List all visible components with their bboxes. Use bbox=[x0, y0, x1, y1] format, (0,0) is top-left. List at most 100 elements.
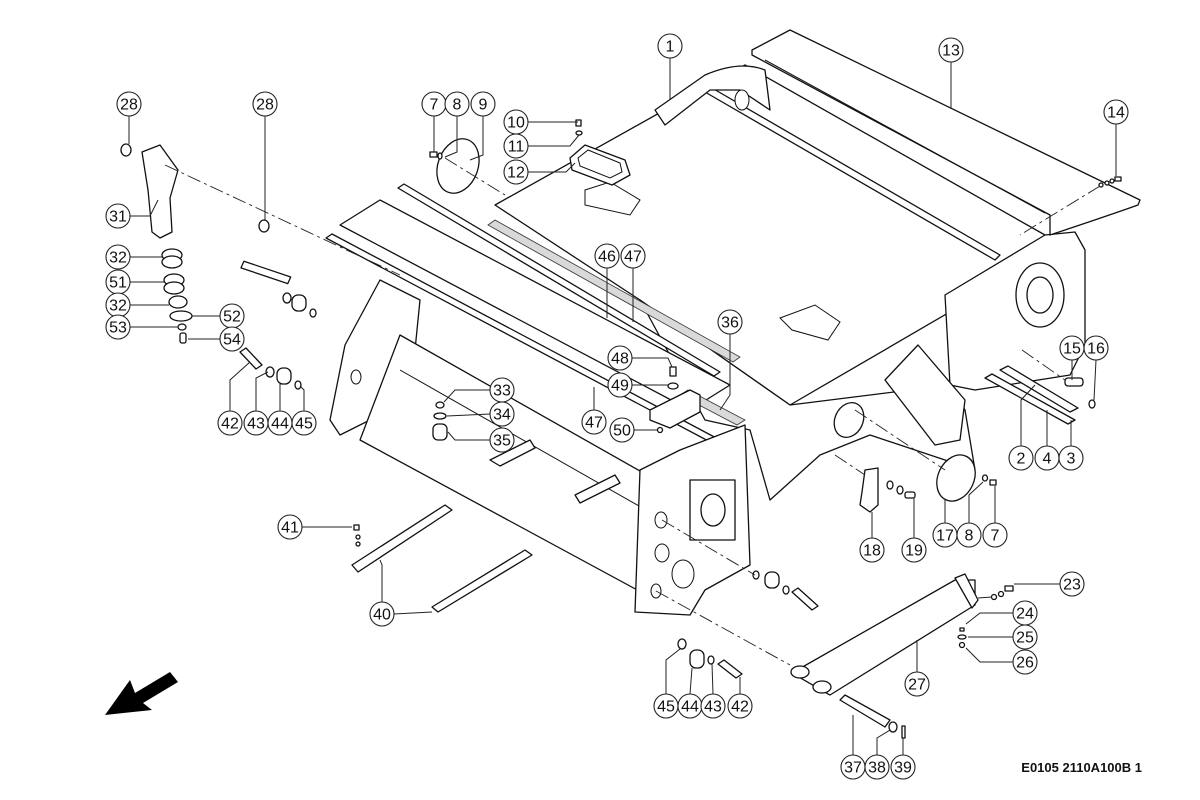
callout-16: 16 bbox=[1083, 335, 1109, 361]
callout-47: 47 bbox=[581, 409, 607, 435]
callout-1: 1 bbox=[657, 33, 683, 59]
axis-arm bbox=[655, 590, 791, 666]
pin-39 bbox=[901, 725, 906, 739]
bracket-fastener-assembly bbox=[649, 366, 701, 434]
callout-number: 9 bbox=[479, 97, 488, 114]
callout-7: 7 bbox=[421, 91, 447, 117]
screw-48 bbox=[669, 366, 677, 377]
callout-28: 28 bbox=[116, 91, 142, 117]
callout-circle bbox=[219, 326, 245, 352]
washer-34 bbox=[433, 412, 447, 420]
washer bbox=[752, 570, 760, 580]
callout-circle bbox=[217, 410, 243, 436]
washer-45 bbox=[677, 638, 687, 650]
callout-number: 25 bbox=[1016, 630, 1034, 647]
skid-plate-lower bbox=[431, 549, 533, 613]
callout-18: 18 bbox=[859, 537, 885, 563]
callout-number: 13 bbox=[942, 43, 960, 60]
handle-body bbox=[141, 144, 179, 239]
callout-36: 36 bbox=[717, 309, 743, 335]
part-12-gasket-inner bbox=[577, 149, 623, 179]
washer-11 bbox=[575, 130, 583, 136]
right-rail-assembly bbox=[984, 365, 1096, 425]
callout-circle bbox=[1012, 624, 1038, 650]
callout-number: 4 bbox=[1043, 451, 1052, 468]
callout-circle bbox=[982, 522, 1008, 548]
bushing-44 bbox=[689, 649, 705, 669]
callout-number: 39 bbox=[894, 760, 912, 777]
callout-number: 49 bbox=[611, 378, 629, 395]
callout-32: 32 bbox=[105, 244, 131, 270]
callout-number: 1 bbox=[666, 39, 675, 56]
callout-12: 12 bbox=[503, 159, 529, 185]
callout-circle bbox=[700, 693, 726, 719]
right-plate-hole-2 bbox=[654, 543, 670, 563]
callout-number: 33 bbox=[493, 383, 511, 400]
callout-37: 37 bbox=[840, 754, 866, 780]
washer-28b bbox=[258, 219, 270, 233]
left-plate-hole bbox=[350, 369, 362, 385]
callout-circle bbox=[901, 537, 927, 563]
right-plate-hole-3 bbox=[671, 559, 695, 589]
screw-7a bbox=[429, 151, 438, 158]
callout-number: 51 bbox=[109, 275, 127, 292]
rubber-mount-35 bbox=[432, 423, 448, 441]
washer-23 bbox=[997, 590, 1005, 598]
callout-circle bbox=[503, 133, 529, 159]
part-9-cover-disk bbox=[436, 138, 480, 194]
deck-cutout-2 bbox=[779, 304, 841, 341]
top-cover-panel bbox=[751, 29, 1141, 236]
washer-8a bbox=[437, 152, 443, 160]
wear-strip-46 bbox=[487, 219, 741, 363]
callout-circle bbox=[956, 522, 982, 548]
callout-19: 19 bbox=[901, 537, 927, 563]
bushing-44 bbox=[276, 367, 292, 385]
screw-7b bbox=[989, 479, 997, 486]
bolt-42 bbox=[717, 659, 743, 679]
callout-circle bbox=[503, 159, 529, 185]
callout-27: 27 bbox=[904, 671, 930, 697]
nut bbox=[886, 480, 894, 490]
callout-44: 44 bbox=[267, 410, 293, 436]
axis-cover-17 bbox=[854, 409, 946, 471]
callout-number: 23 bbox=[1063, 577, 1081, 594]
washer bbox=[896, 485, 904, 495]
callout-circle bbox=[1058, 445, 1084, 471]
callout-number: 42 bbox=[731, 699, 749, 716]
axis-cover-9 bbox=[444, 157, 506, 196]
callout-number: 36 bbox=[721, 315, 739, 332]
callout-number: 38 bbox=[868, 760, 886, 777]
callout-circle bbox=[105, 314, 131, 340]
rear-shroud-hole bbox=[734, 89, 750, 111]
callout-number: 50 bbox=[613, 423, 631, 440]
callout-number: 7 bbox=[430, 97, 439, 114]
washer bbox=[1109, 178, 1115, 184]
callout-17: 17 bbox=[932, 522, 958, 548]
screw-54 bbox=[179, 332, 187, 344]
callout-13: 13 bbox=[938, 37, 964, 63]
callout-number: 53 bbox=[109, 320, 127, 337]
washer bbox=[782, 585, 790, 595]
callout-number: 3 bbox=[1067, 451, 1076, 468]
callout-49: 49 bbox=[607, 372, 633, 398]
axis-screws-14 bbox=[1019, 185, 1101, 236]
washer bbox=[282, 292, 292, 304]
rail-4 bbox=[984, 373, 1076, 425]
arm-beam bbox=[791, 579, 976, 696]
direction-arrow-icon bbox=[105, 672, 178, 715]
callout-43: 43 bbox=[700, 693, 726, 719]
callout-31: 31 bbox=[105, 203, 131, 229]
callout-33: 33 bbox=[489, 377, 515, 403]
washer-8b bbox=[981, 474, 989, 482]
callout-circle bbox=[1103, 99, 1129, 125]
spring-32b bbox=[168, 295, 188, 309]
callout-number: 2 bbox=[1017, 451, 1026, 468]
callout-number: 44 bbox=[681, 699, 699, 716]
callout-8: 8 bbox=[956, 522, 982, 548]
washer-43 bbox=[707, 655, 715, 665]
callout-25: 25 bbox=[1012, 624, 1038, 650]
callout-number: 43 bbox=[247, 416, 265, 433]
callout-number: 12 bbox=[507, 165, 525, 182]
arm-clevis-1 bbox=[790, 665, 810, 679]
